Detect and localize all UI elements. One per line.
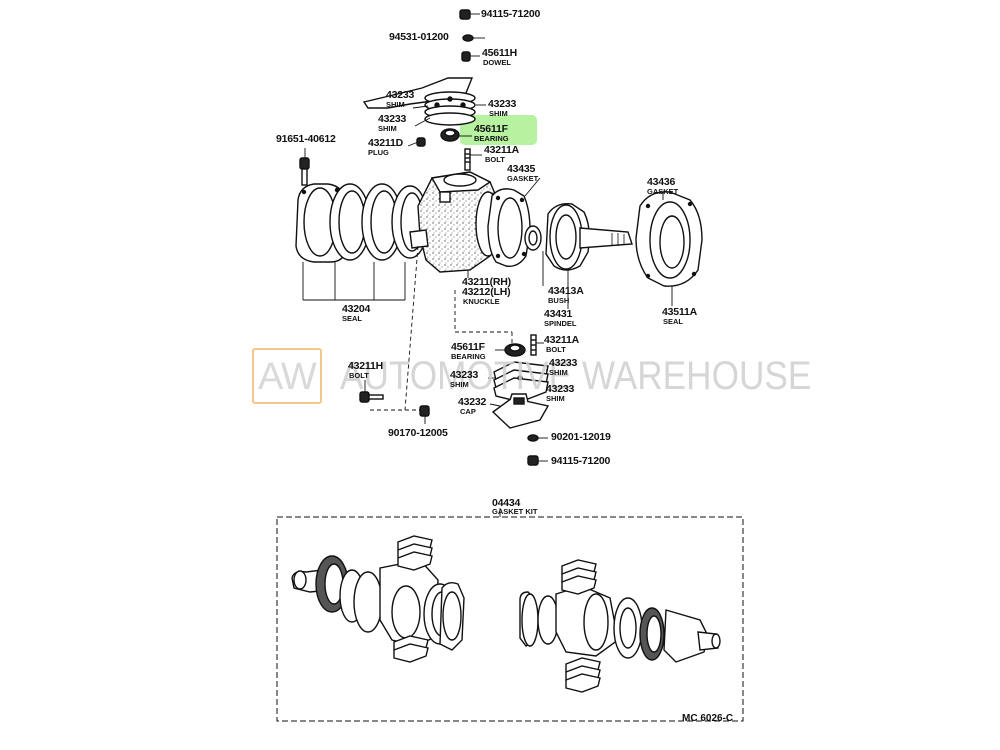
callout-number[interactable]: 43233	[546, 383, 575, 395]
seal-ring-1[interactable]	[329, 183, 371, 261]
knuckle-gasket[interactable]	[487, 188, 531, 267]
callout-name: SEAL	[342, 314, 363, 323]
callout-name: BOLT	[546, 345, 566, 354]
callout-name: BEARING	[474, 134, 509, 143]
callout-name: GASKET KIT	[492, 507, 538, 516]
callout-name: SHIM	[378, 124, 397, 133]
nut-90170[interactable]	[419, 405, 430, 417]
callout-number[interactable]: 43431	[544, 308, 573, 320]
top-shim-stack[interactable]	[424, 91, 476, 126]
callout-name: KNUCKLE	[463, 297, 500, 306]
gasket-kit-frame	[276, 516, 744, 722]
callout-name: GASKET	[647, 187, 679, 196]
callout-number[interactable]: 45611F	[474, 123, 508, 135]
callout-number[interactable]: 43211A	[544, 334, 580, 346]
lower-bolt[interactable]	[530, 334, 537, 356]
callout-number[interactable]: 43204	[342, 303, 371, 315]
kit-assembly-right[interactable]	[519, 559, 721, 693]
watermark-text: AUTOMOTIVE WAREHOUSE	[340, 354, 812, 398]
lower-shim-stack[interactable]	[493, 361, 549, 403]
callout-name: BOLT	[349, 371, 369, 380]
callout-name: GASKET	[507, 174, 539, 183]
callout-name: SHIM	[450, 380, 469, 389]
callout-number[interactable]: 43233	[488, 98, 517, 110]
spindle-seal[interactable]	[635, 191, 703, 287]
lower-washer[interactable]	[527, 434, 539, 442]
knuckle[interactable]	[409, 171, 501, 273]
callout-name: CAP	[460, 407, 476, 416]
callout-number[interactable]: 43233	[386, 89, 415, 101]
watermark-frame	[252, 348, 322, 404]
callout-number[interactable]: 43233	[450, 369, 479, 381]
top-bearing[interactable]	[440, 128, 460, 142]
bush[interactable]	[524, 225, 542, 251]
callout-name: SHIM	[386, 100, 405, 109]
watermark-abbrev: AW	[258, 356, 317, 398]
callout-number[interactable]: 43233	[549, 357, 578, 369]
callout-number[interactable]: 43233	[378, 113, 407, 125]
callout-number[interactable]: 45611F	[451, 341, 485, 353]
callout-number[interactable]: 94115-71200	[551, 455, 611, 467]
callout-number[interactable]: 91651-40612	[276, 133, 336, 145]
callout-number[interactable]: 43211D	[368, 137, 404, 149]
callout-number[interactable]: 94531-01200	[389, 31, 449, 43]
callout-name: SEAL	[663, 317, 684, 326]
callout-number[interactable]: 43232	[458, 396, 487, 408]
callout-number[interactable]: 94115-71200	[481, 8, 541, 20]
diagram-code: MC 6026-C	[682, 713, 734, 724]
callout-name: BEARING	[451, 352, 486, 361]
lower-cap[interactable]	[491, 393, 550, 429]
callout-number[interactable]: 45611H	[482, 47, 518, 59]
callout-number[interactable]: 90170-12005	[388, 427, 448, 439]
callout-name: SPINDEL	[544, 319, 577, 328]
lower-nut[interactable]	[527, 455, 539, 466]
callout-name: BOLT	[485, 155, 505, 164]
top-bolt[interactable]	[464, 148, 471, 171]
callout-number[interactable]: 90201-12019	[551, 431, 611, 443]
side-bolt-91651[interactable]	[299, 157, 310, 186]
callout-name: SHIM	[546, 394, 565, 403]
dowel-pin[interactable]	[461, 51, 471, 62]
callout-number[interactable]: 04434	[492, 497, 521, 509]
callout-number[interactable]: 43436	[647, 176, 676, 188]
callout-number[interactable]: 43511A	[662, 306, 698, 318]
callout-name: SHIM	[549, 368, 568, 377]
callout-name: BUSH	[548, 296, 570, 305]
callout-number[interactable]: 43212(LH)	[462, 286, 511, 298]
callout-number[interactable]: 43211A	[484, 144, 520, 156]
callout-name: SHIM	[489, 109, 508, 118]
lower-bearing[interactable]	[504, 343, 526, 357]
top-washer[interactable]	[462, 34, 474, 42]
callout-number[interactable]: 43435	[507, 163, 536, 175]
top-nut[interactable]	[459, 9, 471, 20]
seal-ring-2[interactable]	[361, 183, 403, 261]
bolt-43211H[interactable]	[359, 391, 384, 403]
callout-number[interactable]: 43211H	[348, 360, 384, 372]
callout-name: PLUG	[368, 148, 389, 157]
spindle[interactable]	[545, 203, 633, 271]
plug[interactable]	[416, 137, 426, 147]
kit-assembly-left[interactable]	[291, 535, 465, 663]
callout-number[interactable]: 43413A	[548, 285, 584, 297]
callout-number[interactable]: 43211(RH)	[462, 276, 511, 288]
callout-name: DOWEL	[483, 58, 511, 67]
